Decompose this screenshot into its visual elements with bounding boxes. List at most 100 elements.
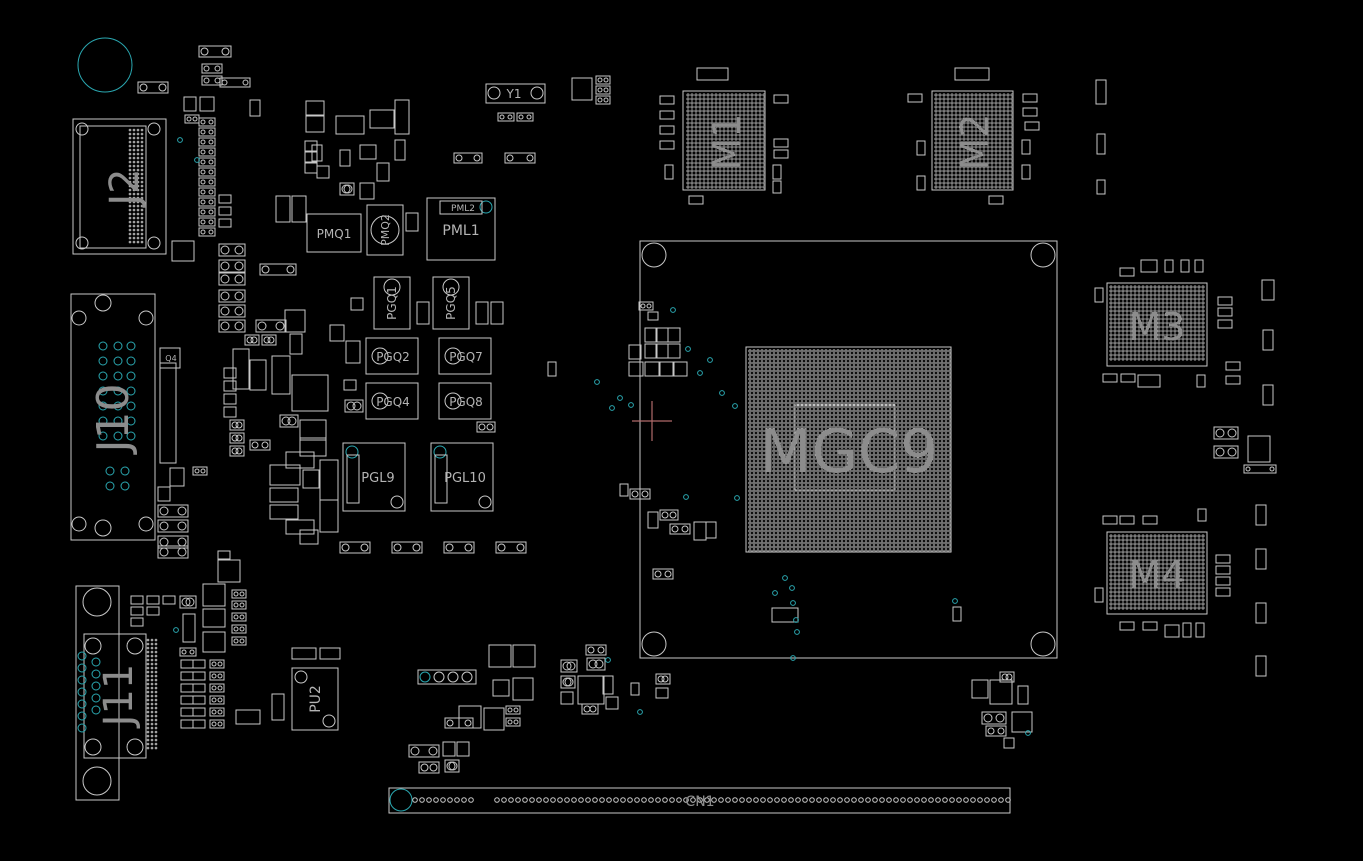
bga-ball bbox=[1141, 309, 1145, 313]
bga-ball bbox=[982, 121, 986, 125]
component-PGL9[interactable] bbox=[342, 442, 406, 512]
bga-ball bbox=[772, 533, 776, 537]
component-M1[interactable] bbox=[659, 67, 789, 205]
bga-ball bbox=[706, 97, 710, 101]
bga-ball bbox=[756, 441, 760, 445]
bga-ball bbox=[844, 429, 848, 433]
component-PGQ5[interactable] bbox=[432, 276, 470, 330]
bga-ball bbox=[756, 501, 760, 505]
bga-ball bbox=[752, 393, 756, 397]
component-M2[interactable] bbox=[907, 67, 1040, 205]
component-PGQ4[interactable] bbox=[365, 382, 419, 420]
bga-ball bbox=[948, 369, 952, 373]
bga-ball bbox=[780, 513, 784, 517]
component-Q4[interactable] bbox=[159, 347, 181, 369]
bga-ball bbox=[1193, 570, 1197, 574]
bga-ball bbox=[1141, 317, 1145, 321]
bga-ball bbox=[792, 413, 796, 417]
component-PGQ7[interactable] bbox=[438, 337, 492, 375]
component-PMQ1[interactable] bbox=[306, 213, 362, 253]
component-header-pins[interactable] bbox=[417, 669, 477, 685]
bga-ball bbox=[742, 109, 746, 113]
bga-ball bbox=[940, 425, 944, 429]
component-PGL10[interactable] bbox=[430, 442, 494, 512]
bga-ball bbox=[706, 137, 710, 141]
bga-ball bbox=[792, 537, 796, 541]
bga-ball bbox=[908, 485, 912, 489]
bga-ball bbox=[986, 101, 990, 105]
passive-pad bbox=[269, 504, 299, 520]
pad bbox=[239, 638, 245, 644]
component-J2[interactable] bbox=[72, 118, 167, 255]
bga-ball bbox=[754, 153, 758, 157]
bga-ball bbox=[962, 101, 966, 105]
bga-ball bbox=[884, 449, 888, 453]
bga-ball bbox=[896, 461, 900, 465]
bga-ball bbox=[998, 181, 1002, 185]
bga-ball bbox=[928, 361, 932, 365]
component-PGQ1[interactable] bbox=[373, 276, 411, 330]
component-PGQ8[interactable] bbox=[438, 382, 492, 420]
bga-ball bbox=[876, 361, 880, 365]
bga-ball bbox=[990, 173, 994, 177]
bga-ball bbox=[840, 413, 844, 417]
bga-ball bbox=[876, 469, 880, 473]
bga-ball bbox=[764, 529, 768, 533]
bga-ball bbox=[824, 517, 828, 521]
bga-ball bbox=[1177, 317, 1181, 321]
bga-ball bbox=[934, 149, 938, 153]
bga-ball bbox=[940, 481, 944, 485]
passive-pad bbox=[981, 711, 1007, 725]
component-PML1[interactable] bbox=[426, 197, 496, 261]
bga-ball bbox=[816, 529, 820, 533]
bga-ball bbox=[752, 537, 756, 541]
bga-ball bbox=[860, 357, 864, 361]
bga-ball bbox=[824, 349, 828, 353]
pad bbox=[640, 303, 646, 309]
bga-ball bbox=[916, 477, 920, 481]
bga-ball bbox=[1201, 349, 1205, 353]
component-J10[interactable] bbox=[70, 293, 156, 541]
bga-ball bbox=[860, 501, 864, 505]
bga-ball bbox=[1169, 341, 1173, 345]
bga-ball bbox=[1145, 582, 1149, 586]
bga-ball bbox=[746, 145, 750, 149]
bga-ball bbox=[884, 437, 888, 441]
bga-ball bbox=[1010, 125, 1014, 129]
bga-ball bbox=[686, 181, 690, 185]
bga-ball bbox=[1109, 554, 1113, 558]
bga-ball bbox=[990, 165, 994, 169]
bga-ball bbox=[128, 184, 132, 188]
bga-ball bbox=[1133, 554, 1137, 558]
component-PU2[interactable] bbox=[291, 647, 341, 731]
bga-ball bbox=[804, 493, 808, 497]
bga-ball bbox=[896, 525, 900, 529]
passive-pad bbox=[198, 137, 216, 147]
bga-ball bbox=[860, 533, 864, 537]
bga-ball bbox=[876, 445, 880, 449]
bga-ball bbox=[1189, 353, 1193, 357]
component-M3[interactable] bbox=[1094, 259, 1241, 388]
passive-pad bbox=[659, 361, 675, 377]
bga-ball bbox=[896, 505, 900, 509]
bga-ball bbox=[1121, 602, 1125, 606]
passive-pad bbox=[198, 177, 216, 187]
bga-ball bbox=[994, 133, 998, 137]
bga-ball bbox=[944, 497, 948, 501]
component-Y1[interactable] bbox=[485, 83, 546, 104]
bga-ball bbox=[884, 425, 888, 429]
bga-ball bbox=[1133, 538, 1137, 542]
bga-ball bbox=[844, 445, 848, 449]
bga-ball bbox=[784, 393, 788, 397]
component-PGQ2[interactable] bbox=[365, 337, 419, 375]
bga-ball bbox=[764, 501, 768, 505]
bga-ball bbox=[912, 417, 916, 421]
bga-ball bbox=[912, 445, 916, 449]
component-M4[interactable] bbox=[1094, 508, 1231, 638]
bga-ball bbox=[884, 445, 888, 449]
bga-ball bbox=[940, 537, 944, 541]
component-PMQ2[interactable] bbox=[366, 204, 404, 256]
bga-ball bbox=[694, 157, 698, 161]
bga-ball bbox=[1177, 325, 1181, 329]
